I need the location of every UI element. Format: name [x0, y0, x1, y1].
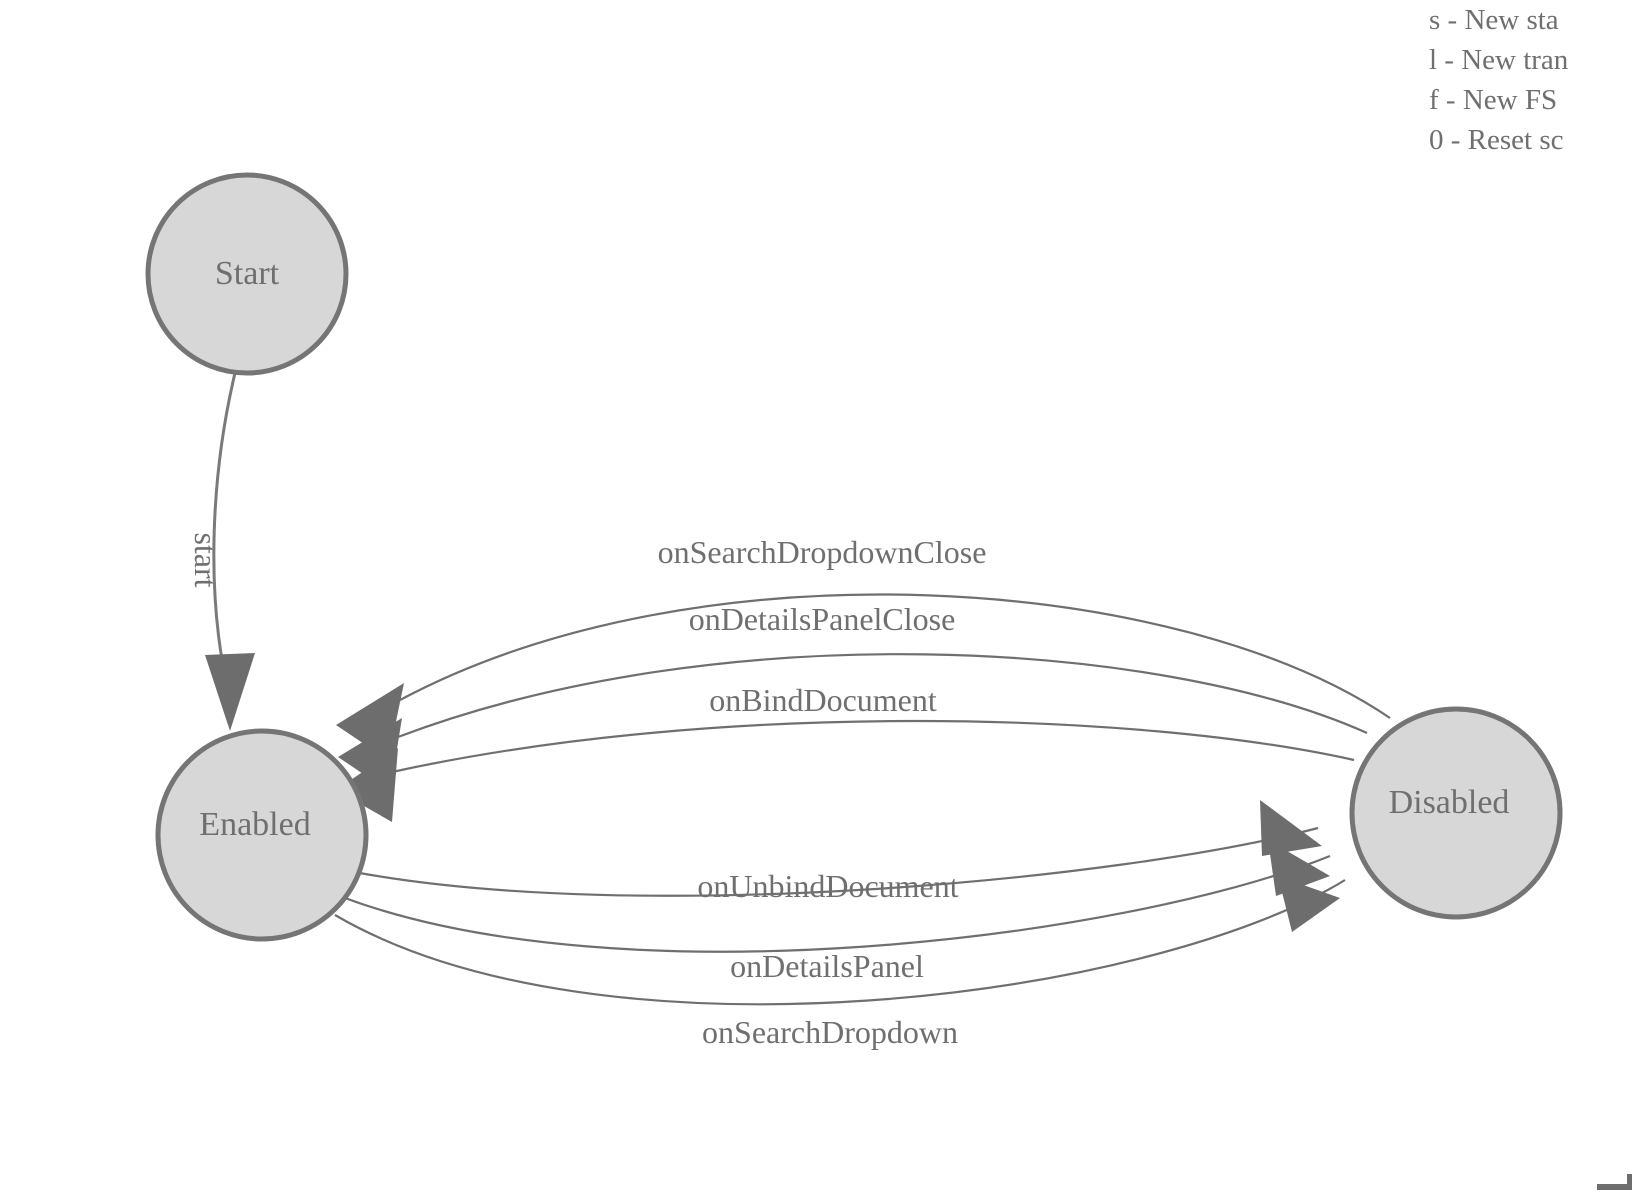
transition-label: onDetailsPanel: [730, 948, 924, 984]
transition-label: onSearchDropdownClose: [658, 534, 987, 570]
transition-label: onBindDocument: [709, 682, 937, 718]
transition-enabled-to-disabled-unbind-document[interactable]: onUnbindDocument: [353, 800, 1322, 904]
transition-enabled-to-disabled-search-dropdown[interactable]: onSearchDropdown: [334, 876, 1346, 1050]
state-node-enabled-label: Enabled: [199, 806, 310, 843]
transition-start-to-enabled-arrowhead: [205, 653, 255, 731]
transition-start-to-enabled-line: [212, 372, 237, 691]
state-node-enabled[interactable]: Enabled: [155, 728, 369, 942]
state-node-start-label: Start: [215, 255, 280, 292]
transition-arrowhead: [1260, 800, 1322, 856]
state-node-enabled-circle[interactable]: [155, 728, 369, 942]
transition-enabled-to-disabled-details-panel[interactable]: onDetailsPanel: [344, 840, 1331, 984]
transition-line: [397, 653, 1368, 739]
transition-start-to-enabled[interactable]: start: [188, 372, 255, 731]
transition-disabled-to-enabled-bind-document[interactable]: onBindDocument: [336, 682, 1355, 822]
transition-line: [353, 826, 1319, 897]
transition-label-start: start: [188, 532, 224, 587]
state-node-start[interactable]: Start: [145, 172, 349, 376]
state-node-disabled-label: Disabled: [1389, 784, 1510, 821]
transition-disabled-to-enabled-details-panel-close[interactable]: onDetailsPanelClose: [338, 601, 1368, 792]
transition-label: onUnbindDocument: [697, 868, 958, 904]
transition-line: [391, 719, 1355, 774]
state-node-start-circle[interactable]: [145, 172, 349, 376]
transition-line: [344, 854, 1331, 953]
transition-arrowhead: [1278, 876, 1340, 932]
state-node-disabled-circle[interactable]: [1349, 706, 1563, 920]
transition-disabled-to-enabled-search-dropdown-close[interactable]: onSearchDropdownClose: [336, 534, 1391, 760]
transition-line: [334, 879, 1346, 1006]
transition-arrowhead: [336, 748, 398, 822]
transition-label: onDetailsPanelClose: [689, 601, 956, 637]
transition-line: [399, 593, 1391, 719]
transition-label: onSearchDropdown: [702, 1014, 958, 1050]
state-node-disabled[interactable]: Disabled: [1349, 706, 1563, 920]
